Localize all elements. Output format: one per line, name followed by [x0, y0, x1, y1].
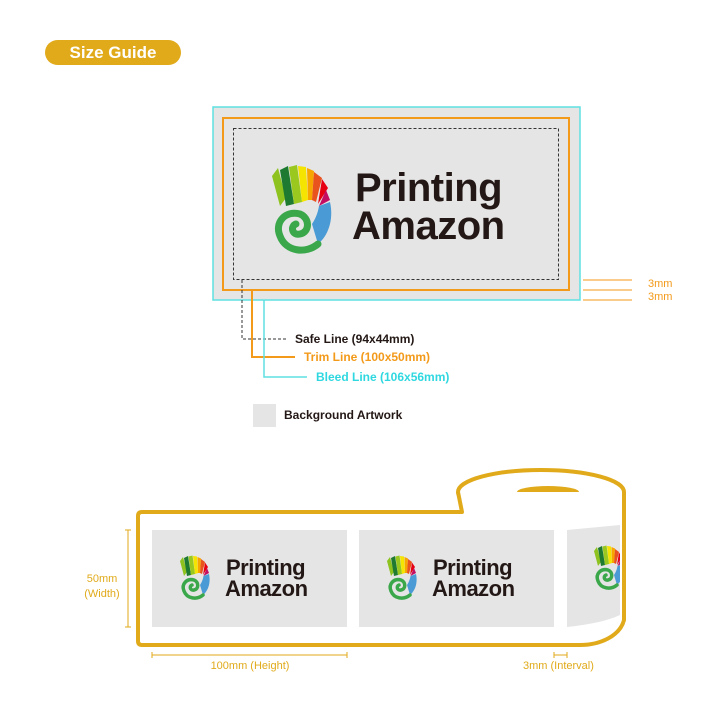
trim-callout-line: [251, 290, 295, 358]
trim-line: [222, 117, 570, 291]
logo-text-line2: Amazon: [352, 204, 505, 248]
logo-text-line1: Printing: [226, 555, 306, 580]
height-label: 100mm (Height): [210, 660, 290, 672]
label-2: [359, 530, 554, 627]
background-swatch: [253, 404, 276, 427]
logo-text-line2: Amazon: [225, 576, 308, 601]
width-sub-label: (Width): [84, 588, 120, 600]
margin-label: 3mm: [648, 278, 673, 290]
background-artwork-label: Background Artwork: [284, 408, 403, 422]
logo-text-line2: Amazon: [432, 576, 515, 601]
bleed-area: [212, 106, 581, 301]
width-label: 50mm: [86, 573, 118, 585]
logo-text-line1: Printing: [355, 166, 503, 210]
bleed-line-label: Bleed Line (106x56mm): [316, 370, 450, 384]
logo-text-line1: Printing: [433, 555, 513, 580]
bleed-callout-line: [263, 300, 307, 378]
safe-line: [233, 128, 559, 280]
label-1: [152, 530, 347, 627]
interval-label: 3mm (Interval): [523, 660, 594, 672]
trim-line-label: Trim Line (100x50mm): [304, 350, 431, 364]
size-guide-badge: Size Guide: [45, 40, 181, 65]
margin-label: 3mm: [648, 291, 673, 303]
safe-line-label: Safe Line (94x44mm): [295, 332, 415, 346]
